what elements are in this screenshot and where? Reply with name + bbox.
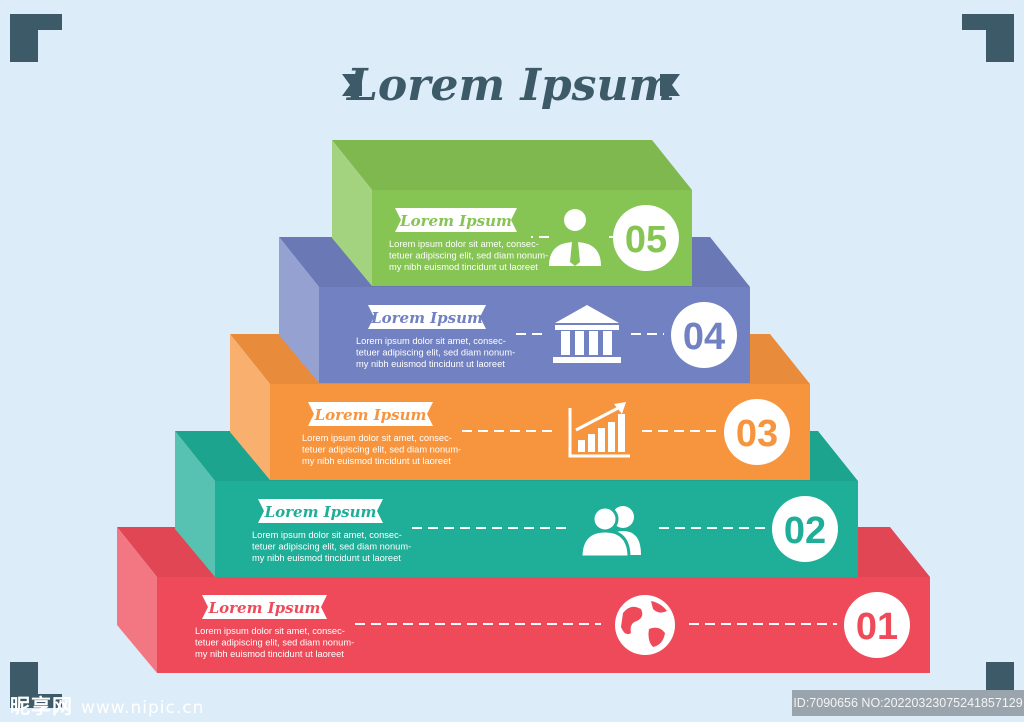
watermark-image-id: ID:7090656 NO:20220323075241857129 bbox=[792, 690, 1024, 716]
tier-side-face bbox=[117, 527, 157, 673]
tier-front-face bbox=[215, 481, 858, 577]
tier-description-line: tetuer adipiscing elit, sed diam nonum- bbox=[389, 251, 548, 261]
tier-description-line: tetuer adipiscing elit, sed diam nonum- bbox=[252, 542, 411, 552]
tier-description-line: tetuer adipiscing elit, sed diam nonum- bbox=[195, 638, 354, 648]
globe-icon bbox=[615, 595, 675, 655]
tier-heading: Lorem Ipsum bbox=[370, 309, 483, 327]
tier-heading-banner: Lorem Ipsum bbox=[308, 402, 433, 426]
tier-heading-banner: Lorem Ipsum bbox=[368, 305, 486, 329]
tier-description-line: Lorem ipsum dolor sit amet, consec- bbox=[302, 433, 452, 443]
tier-description-line: Lorem ipsum dolor sit amet, consec- bbox=[389, 239, 539, 249]
tier-description-line: my nibh euismod tincidunt ut laoreet bbox=[389, 262, 538, 272]
tier-description-line: Lorem ipsum dolor sit amet, consec- bbox=[356, 336, 506, 346]
title-ribbon-left bbox=[342, 74, 362, 96]
tier-description-line: my nibh euismod tincidunt ut laoreet bbox=[252, 553, 401, 563]
tier-side-face bbox=[230, 334, 270, 480]
tier-number: 04 bbox=[683, 316, 725, 358]
tier-top-face bbox=[332, 140, 692, 190]
tier-side-face bbox=[279, 237, 319, 383]
tier-heading: Lorem Ipsum bbox=[314, 406, 427, 424]
tier-side-face bbox=[175, 431, 215, 577]
tier-side-face bbox=[332, 140, 372, 286]
growth-chart-icon bbox=[568, 402, 630, 458]
page-title: Lorem Ipsum bbox=[345, 60, 675, 111]
businessman-icon bbox=[549, 209, 601, 266]
tier-heading: Lorem Ipsum bbox=[399, 212, 512, 230]
tier-number-circle bbox=[844, 592, 910, 658]
corner-arrow-top-left bbox=[10, 14, 62, 62]
tier-description-line: Lorem ipsum dolor sit amet, consec- bbox=[252, 530, 402, 540]
tier-number: 02 bbox=[784, 510, 826, 552]
watermark-site-name: 昵享网 bbox=[10, 694, 73, 718]
corner-arrow-top-right bbox=[962, 14, 1014, 62]
watermark-site-url: www.nipic.cn bbox=[80, 698, 205, 718]
tier-description-line: tetuer adipiscing elit, sed diam nonum- bbox=[356, 348, 515, 358]
users-icon bbox=[579, 505, 641, 559]
tier-heading-banner: Lorem Ipsum bbox=[258, 499, 383, 523]
tier-heading-banner: Lorem Ipsum bbox=[395, 208, 517, 232]
title-ribbon-right bbox=[660, 74, 680, 96]
tier-description-line: my nibh euismod tincidunt ut laoreet bbox=[195, 649, 344, 659]
tier-description-line: my nibh euismod tincidunt ut laoreet bbox=[356, 359, 505, 369]
tier-heading: Lorem Ipsum bbox=[208, 599, 321, 617]
tier-heading: Lorem Ipsum bbox=[264, 503, 377, 521]
tier-number: 01 bbox=[856, 606, 898, 648]
tier-description-line: tetuer adipiscing elit, sed diam nonum- bbox=[302, 445, 461, 455]
tier-number: 03 bbox=[736, 413, 778, 455]
watermark-site: 昵享网 www.nipic.cn bbox=[10, 690, 204, 719]
tier-number-circle bbox=[724, 399, 790, 465]
tier-number-circle bbox=[613, 205, 679, 271]
tier-number-circle bbox=[671, 302, 737, 368]
tier-description-line: my nibh euismod tincidunt ut laoreet bbox=[302, 456, 451, 466]
tier-heading-banner: Lorem Ipsum bbox=[202, 595, 327, 619]
bank-building-icon bbox=[553, 305, 621, 363]
tier-number-circle bbox=[772, 496, 838, 562]
tier-description-line: Lorem ipsum dolor sit amet, consec- bbox=[195, 626, 345, 636]
corner-arrow-bottom-left bbox=[10, 662, 62, 708]
tier-front-face bbox=[270, 384, 810, 480]
tier-number: 05 bbox=[625, 219, 667, 261]
